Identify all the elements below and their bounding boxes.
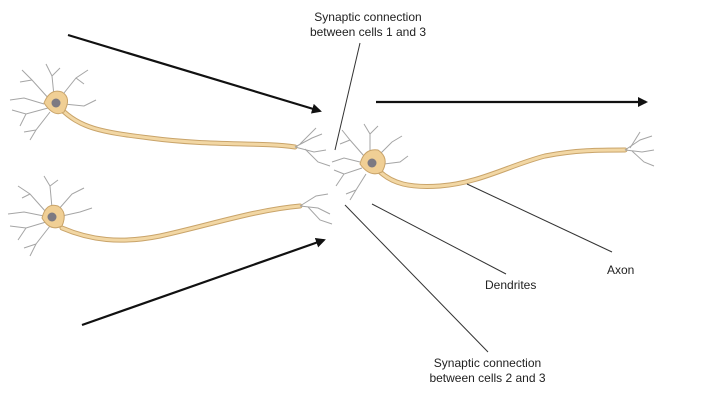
cell-2-dendrites [7, 175, 93, 257]
leader-dendrites [371, 203, 507, 275]
cell-3-terminals [624, 131, 655, 167]
label-synapse-2-3-line-1: Synaptic connection [433, 356, 542, 370]
label-synapse-cells-1-3: Synaptic connection between cells 1 and … [298, 10, 438, 40]
label-synapse-1-3-line-1: Synaptic connection [314, 10, 422, 24]
cell-3-axon [375, 147, 628, 189]
cell-1-dendrites [9, 63, 97, 141]
label-axon: Axon [607, 263, 635, 277]
label-dendrites: Dendrites [485, 278, 537, 292]
label-synapse-cells-2-3: Synaptic connection between cells 2 and … [415, 356, 560, 386]
cell-3-nucleus [367, 158, 377, 168]
cell-1-nucleus [51, 98, 61, 108]
neuron-cell-3 [331, 123, 655, 201]
label-synapse-2-3-line-2: between cells 2 and 3 [429, 371, 546, 385]
neuron-cell-1 [9, 63, 331, 167]
neuron-cell-2 [7, 175, 333, 257]
cell-2-nucleus [47, 212, 57, 222]
label-synapse-1-3-line-2: between cells 1 and 3 [309, 25, 427, 39]
leader-syn-1-3 [334, 42, 361, 151]
input-arrow-cell-2 [81, 237, 326, 327]
leader-axon [466, 183, 613, 253]
leader-syn-2-3 [344, 204, 489, 353]
cell-1-terminals [294, 127, 331, 167]
cell-3-dendrites [331, 123, 409, 201]
input-arrow-cell-1 [67, 33, 322, 114]
cell-2-terminals [299, 193, 333, 225]
